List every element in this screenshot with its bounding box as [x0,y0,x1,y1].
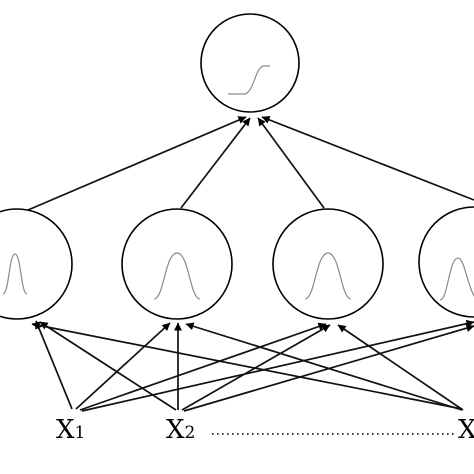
edge-xn-to-hidden-1 [31,321,463,410]
sigmoid-curve-icon [228,65,270,95]
input-x1-subscript: 1 [75,423,86,443]
hidden-node-2 [121,208,233,320]
edge-x1-to-hidden-3 [79,322,327,411]
hidden-node-3 [272,208,384,320]
edge-hidden-1-to-output [27,116,247,211]
gaussian-curve-icon [2,253,28,295]
hidden-node-1 [0,208,73,320]
edge-x1-to-hidden-1 [35,320,73,410]
edge-hidden-2-to-output [180,117,251,209]
edge-x1-to-hidden-2 [75,322,171,410]
input-x2-subscript: 2 [185,423,196,443]
gaussian-curve-icon [153,252,201,300]
input-xn: X [458,415,474,445]
input-to-hidden-edges [31,319,474,412]
gaussian-curve-icon [439,257,474,301]
edge-xn-to-hidden-3 [337,324,464,411]
svg-text:X: X [458,415,474,445]
input-x1-letter: X [56,415,75,445]
edge-x2-to-hidden-1 [39,321,177,411]
input-x2-letter: X [166,415,185,445]
output-to-hidden-edges [27,116,474,211]
edge-xn-to-hidden-2 [185,322,463,411]
output-node [200,13,300,113]
input-xn-letter: X [458,415,474,445]
edge-hidden-3-to-output [257,117,325,209]
hidden-node-4 [418,206,474,318]
input-x1: X1 [56,415,85,445]
input-x2: X2 [166,415,195,445]
gaussian-curve-icon [304,252,352,300]
edge-hidden-4-to-output [261,116,474,201]
svg-text:X2: X2 [166,415,195,445]
edge-x1-to-hidden-4 [81,319,474,412]
svg-text:X1: X1 [56,415,85,445]
